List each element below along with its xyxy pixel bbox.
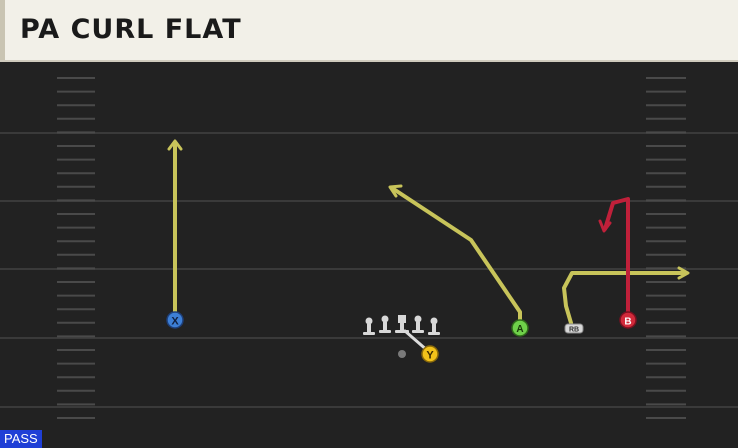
hash-marks (57, 77, 686, 419)
running-back[interactable]: RB (564, 323, 584, 334)
route-rb-flat (562, 271, 688, 325)
receiver-b[interactable]: B (619, 311, 637, 329)
receiver-x[interactable]: X (166, 311, 184, 329)
route-a-arrowhead (388, 184, 403, 198)
play-type-badge: PASS (0, 430, 42, 448)
route-b-arrowhead (598, 219, 612, 233)
play-title: PA CURL FLAT (20, 14, 242, 45)
route-a-post (390, 186, 522, 322)
running-back-label: RB (569, 327, 579, 334)
quarterback-marker (398, 350, 406, 358)
receiver-x-label: X (171, 316, 179, 328)
lineman-right-guard (412, 315, 424, 333)
tight-end-y[interactable]: Y (421, 345, 439, 363)
route-rb-arrowhead (677, 266, 690, 280)
route-x-arrowhead (167, 139, 183, 151)
lineman-center (395, 315, 409, 333)
receiver-b-label: B (624, 317, 631, 328)
route-b-curl (603, 197, 630, 315)
lineman-right-tackle (428, 317, 440, 335)
lineman-left-tackle (363, 317, 375, 335)
receiver-a-label: A (516, 324, 523, 335)
offensive-line (363, 315, 440, 335)
lineman-left-guard (379, 315, 391, 333)
tight-end-y-label: Y (426, 350, 434, 362)
routes (167, 139, 690, 353)
receiver-a[interactable]: A (511, 319, 529, 337)
play-header: PA CURL FLAT (0, 0, 738, 62)
